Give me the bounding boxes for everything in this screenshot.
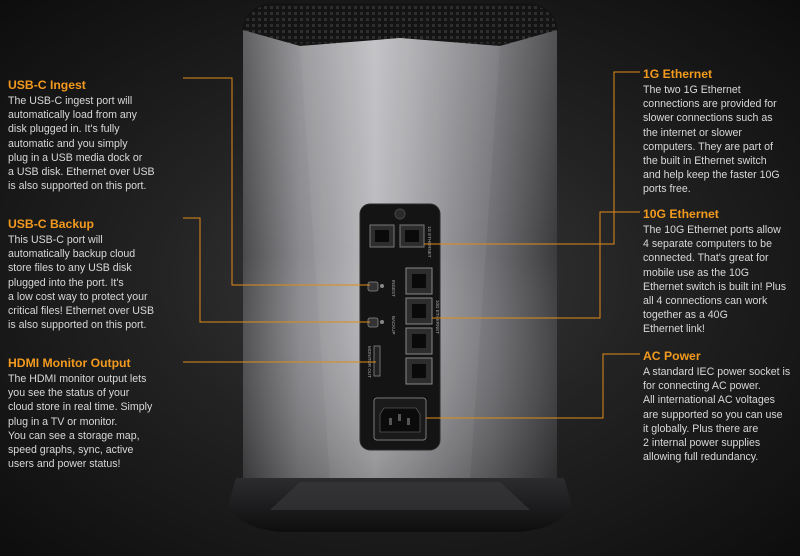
callout-ac-power-body: A standard IEC power socket is for conne…	[643, 366, 791, 464]
callout-10g-ethernet-body: The 10G Ethernet ports allow 4 separate …	[643, 224, 787, 336]
callout-hdmi-output: HDMI Monitor Output The HDMI monitor out…	[8, 356, 190, 471]
top-grille	[242, 3, 558, 45]
leader-usbc-backup	[183, 217, 370, 323]
callout-usbc-backup-body: This USB-C port will automatically backu…	[8, 234, 155, 332]
leader-ac-power	[426, 353, 640, 419]
label-ingest: INGEST	[391, 280, 396, 297]
callout-1g-ethernet-title: 1G Ethernet	[643, 67, 713, 81]
usb-c-ports	[367, 281, 384, 328]
ethernet-1g-ports	[369, 224, 425, 248]
label-1g-ethernet: 1G ETHERNET	[427, 226, 432, 258]
callout-usbc-ingest-body: The USB-C ingest port will automatically…	[8, 95, 155, 193]
callout-hdmi-output-title: HDMI Monitor Output	[8, 356, 131, 370]
label-10g-ethernet: 10G ETHERNET	[435, 300, 440, 334]
ac-power-socket	[373, 397, 427, 441]
label-backup: BACKUP	[391, 316, 396, 335]
callout-10g-ethernet-title: 10G Ethernet	[643, 207, 719, 221]
callout-hdmi-output-body: The HDMI monitor output lets you see the…	[8, 373, 153, 471]
callout-10g-ethernet: 10G Ethernet The 10G Ethernet ports allo…	[643, 207, 795, 337]
leader-10g-ethernet	[432, 211, 640, 319]
leader-usbc-ingest	[183, 77, 370, 286]
callout-ac-power-title: AC Power	[643, 349, 701, 363]
callout-usbc-backup-title: USB-C Backup	[8, 217, 95, 231]
leader-1g-ethernet	[424, 71, 640, 245]
callout-ac-power: AC Power A standard IEC power socket is …	[643, 349, 795, 464]
callout-usbc-ingest: USB-C Ingest The USB-C ingest port will …	[8, 78, 190, 193]
callout-usbc-backup: USB-C Backup This USB-C port will automa…	[8, 217, 190, 332]
callout-1g-ethernet-body: The two 1G Ethernet connections are prov…	[643, 84, 780, 196]
callout-1g-ethernet: 1G Ethernet The two 1G Ethernet connecti…	[643, 67, 795, 197]
hdmi-port	[373, 345, 381, 377]
ethernet-10g-ports	[405, 267, 433, 385]
rear-panel	[359, 203, 441, 451]
callout-usbc-ingest-title: USB-C Ingest	[8, 78, 86, 92]
